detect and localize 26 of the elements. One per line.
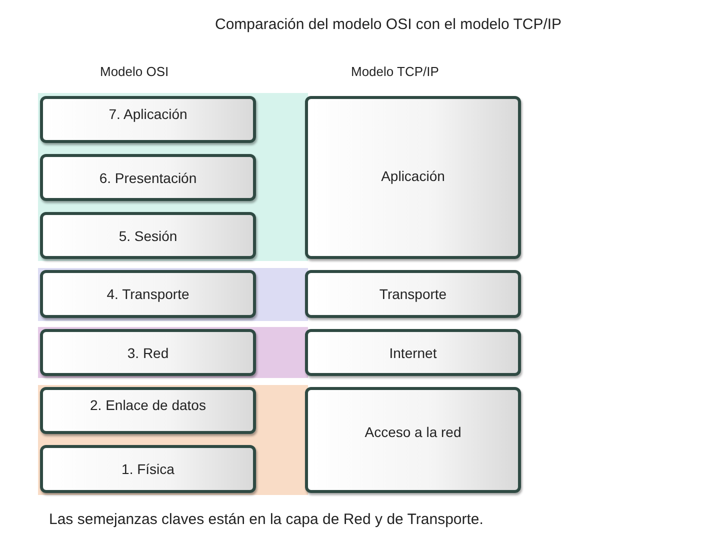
diagram-title: Comparación del modelo OSI con el modelo TCP/IP <box>215 16 562 33</box>
layer-name: 5. Sesión <box>118 228 178 244</box>
layer-name: Internet <box>389 344 437 360</box>
layer-box <box>40 445 256 493</box>
column-heading: Modelo OSI <box>100 64 169 79</box>
layer-box <box>40 329 256 376</box>
layer-name: 2. Enlace de datos <box>90 397 206 413</box>
layer-name: 1. Física <box>122 461 174 477</box>
caption: Las semejanzas claves están en la capa de Red y de Transporte. <box>49 511 484 528</box>
column-heading: Modelo TCP/IP <box>351 64 439 79</box>
layer-box <box>305 387 521 493</box>
layer-name: Transporte <box>379 286 447 302</box>
layer-name: Aplicación <box>381 168 445 184</box>
layer-name: 4. Transporte <box>106 286 190 302</box>
layer-box <box>40 387 256 434</box>
layer-name: Acceso a la red <box>364 423 462 442</box>
layer-name: 3. Red <box>127 344 169 360</box>
layer-box <box>40 154 256 201</box>
layer-name: 6. Presentación <box>99 170 197 186</box>
layer-box <box>305 329 521 376</box>
layer-name: 7. Aplicación <box>108 106 188 122</box>
layer-box <box>305 270 521 318</box>
layer-box <box>305 96 521 259</box>
layer-box <box>40 212 256 259</box>
layer-box <box>40 96 256 143</box>
layer-box <box>40 270 256 318</box>
